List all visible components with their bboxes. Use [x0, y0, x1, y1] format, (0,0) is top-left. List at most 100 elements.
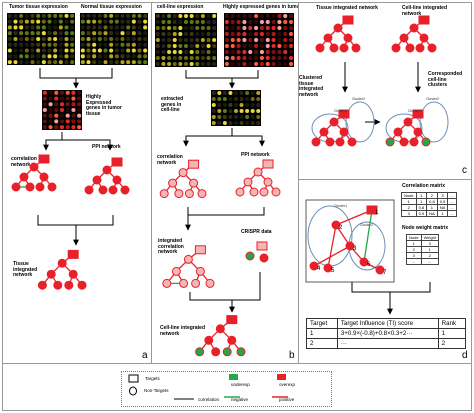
heatmap-spot — [242, 55, 247, 61]
heatmap-spot — [161, 43, 166, 49]
heatmap-spot — [253, 43, 259, 49]
heatmap-spot — [47, 54, 52, 59]
heatmap-spot — [155, 49, 160, 55]
heatmap-spot — [200, 55, 205, 61]
heatmap-spot — [277, 55, 282, 61]
heatmap-spot — [271, 13, 276, 19]
heatmap-background — [80, 13, 148, 65]
heatmap-spot — [183, 55, 189, 61]
gene-node — [195, 266, 205, 276]
heatmap-spot — [172, 43, 177, 49]
gene-node — [249, 187, 259, 197]
gene-node — [413, 127, 423, 137]
heatmap-spot — [65, 102, 70, 107]
heatmap-spot — [137, 42, 142, 47]
legend-positive: positive — [279, 397, 295, 402]
heatmap-spot — [283, 61, 288, 67]
heatmap-spot — [189, 37, 194, 43]
heatmap-spot — [30, 42, 35, 47]
gene-node — [179, 278, 189, 288]
heatmap-spot — [30, 36, 35, 42]
heatmap-spot — [7, 36, 12, 42]
heatmap-spot — [256, 97, 261, 101]
gene-node — [427, 43, 437, 53]
heatmap-spot — [19, 13, 24, 18]
heatmap-spot — [103, 36, 108, 42]
heatmap-spot — [183, 25, 189, 31]
gene-node — [35, 182, 45, 192]
heatmap-spot — [245, 97, 250, 101]
heatmap-spot — [200, 31, 205, 37]
heatmap-spot — [143, 48, 148, 53]
heatmap-spot — [183, 61, 189, 67]
heatmap-spot — [222, 109, 227, 113]
heatmap-spot — [234, 103, 238, 107]
heatmap-background — [211, 90, 261, 126]
heatmap-spot — [71, 102, 76, 107]
heatmap-spot — [59, 90, 65, 95]
heatmap-spot — [189, 25, 194, 31]
heatmap-spot — [283, 13, 288, 19]
heatmap-spot — [161, 37, 166, 43]
heatmap-spot — [242, 13, 247, 19]
heatmap-spot — [143, 54, 148, 59]
heatmap-spot — [53, 36, 58, 42]
heatmap-spot — [288, 61, 294, 67]
heatmap-spot — [230, 37, 235, 43]
cluster1-label: Cluster1 — [334, 204, 347, 208]
heatmap-spot — [48, 125, 53, 130]
heatmap-spot — [277, 43, 282, 49]
heatmap-spot — [265, 37, 270, 43]
heatmap-spot — [161, 25, 166, 31]
heatmap-spot — [30, 25, 35, 30]
target-node — [412, 109, 424, 119]
heatmap-spot — [245, 109, 250, 113]
heatmap-spot — [236, 37, 241, 43]
heatmap-spot — [64, 19, 69, 24]
heatmap-spot — [245, 115, 250, 119]
heatmap-spot — [71, 125, 76, 130]
cluster-ellipse — [419, 101, 449, 143]
heatmap-spot — [256, 121, 261, 125]
heatmap-spot — [250, 121, 255, 125]
heatmap-spot — [77, 102, 82, 107]
heatmap-spot — [161, 19, 166, 25]
heatmap-spot — [265, 49, 270, 55]
heatmap-spot — [13, 25, 18, 30]
heatmap-spot — [13, 48, 18, 53]
heatmap-spot — [137, 13, 142, 18]
heatmap-spot — [36, 13, 41, 18]
gene-node — [339, 43, 349, 53]
heatmap-spot — [239, 91, 244, 95]
heatmap-spot — [109, 19, 114, 24]
heatmap-spot — [92, 42, 97, 47]
heatmap-spot — [71, 119, 76, 124]
heatmap-spot — [114, 13, 119, 18]
heatmap-spot — [48, 113, 53, 118]
heatmap-spot — [248, 43, 253, 49]
arrow — [188, 207, 265, 216]
heatmap-spot — [236, 43, 241, 49]
heatmap-spot — [53, 42, 58, 47]
heatmap-spot — [230, 49, 235, 55]
heatmap-spot — [178, 19, 183, 25]
target-node — [418, 15, 430, 25]
gene-node — [385, 137, 395, 147]
heatmap-spot — [236, 61, 241, 67]
heatmap-spot — [77, 125, 82, 130]
correlation-network-label: correlation network — [11, 156, 37, 168]
gene-node — [399, 137, 409, 147]
heatmap-spot — [271, 43, 276, 49]
heatmap-spot — [65, 107, 70, 113]
heatmap-spot — [42, 102, 47, 107]
gene-node — [243, 177, 253, 187]
heatmap-spot — [167, 61, 172, 67]
heatmap-spot — [167, 37, 172, 43]
arrow — [185, 70, 259, 79]
network-edge — [327, 224, 337, 269]
heatmap-spot — [59, 96, 65, 101]
heatmap-spot — [137, 31, 142, 36]
gene-node — [259, 253, 269, 263]
gene-node — [39, 172, 49, 182]
heatmap-spot — [271, 19, 276, 25]
